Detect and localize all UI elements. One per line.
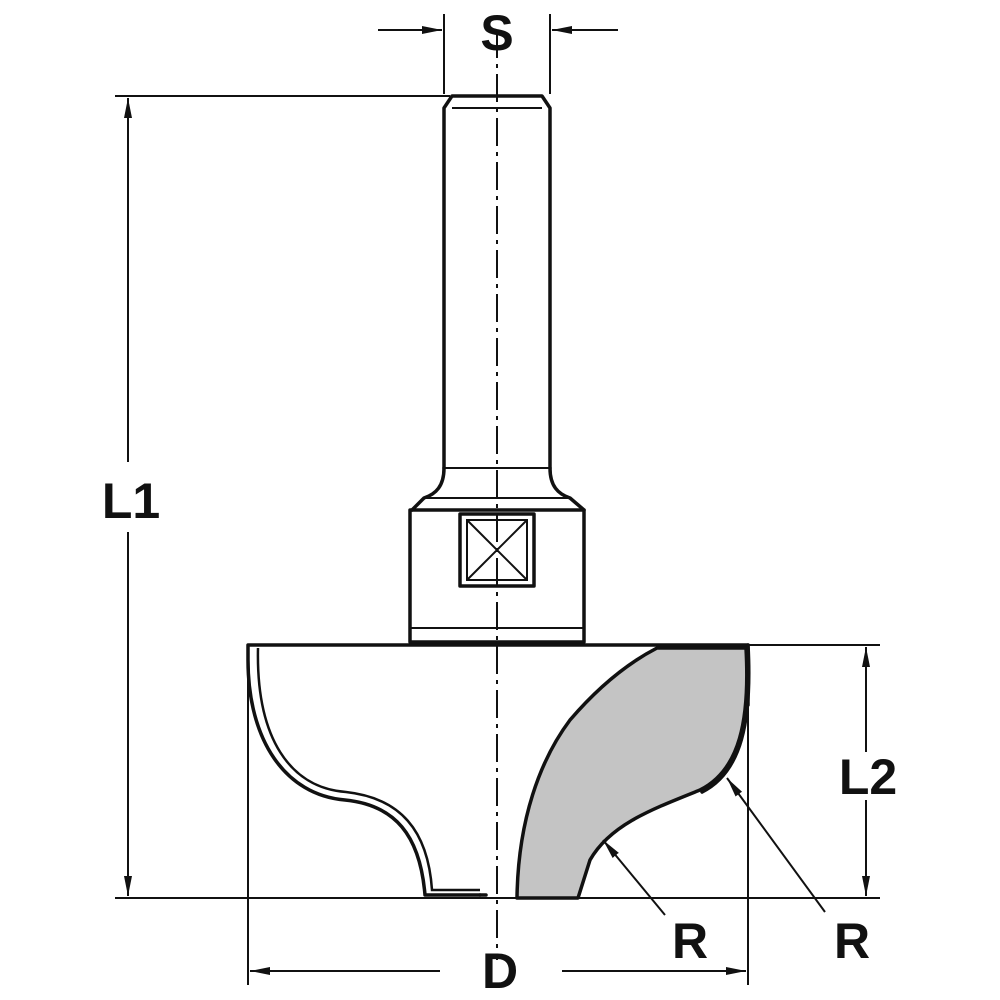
dimension-r-outer: R — [726, 777, 870, 969]
label-r-outer: R — [834, 913, 870, 969]
label-l2: L2 — [839, 749, 897, 805]
router-bit — [246, 94, 751, 900]
label-s: S — [480, 5, 513, 61]
collar — [408, 508, 586, 644]
dimension-l2: L2 — [748, 644, 897, 896]
dimension-l1: L1 — [102, 95, 450, 899]
label-d: D — [482, 943, 518, 999]
dimension-r-inner: R — [602, 839, 708, 969]
dimension-d: D — [247, 645, 749, 999]
dimension-s: S — [378, 5, 618, 94]
cutter-insert — [515, 646, 749, 900]
label-l1: L1 — [102, 473, 160, 529]
label-r-inner: R — [672, 913, 708, 969]
shank — [442, 94, 552, 470]
